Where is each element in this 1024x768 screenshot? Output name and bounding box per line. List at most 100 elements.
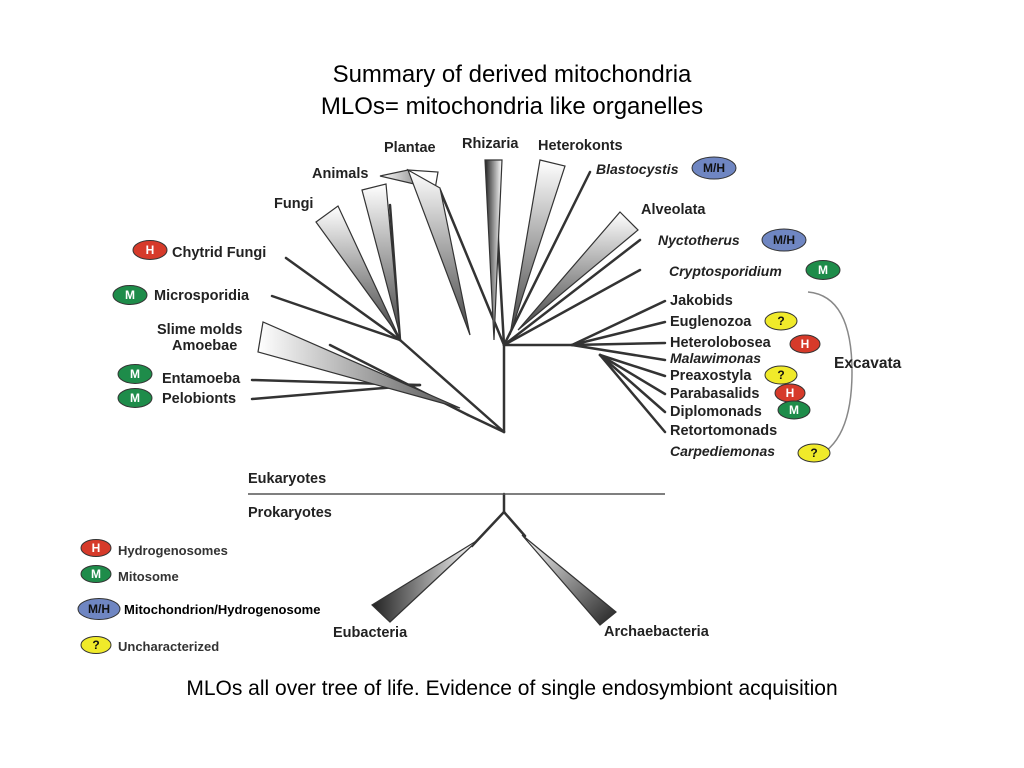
title-line-2: MLOs= mitochondria like organelles bbox=[320, 93, 704, 120]
label-carpediemonas: Carpediemonas bbox=[670, 443, 775, 459]
label-preaxostyla: Preaxostyla bbox=[670, 368, 752, 384]
label-heterolobosea: Heterolobosea bbox=[670, 335, 772, 351]
archaebacteria-wedge bbox=[521, 534, 617, 626]
badge-pelobionts-text: M bbox=[130, 391, 140, 405]
label-cryptosporidium: Cryptosporidium bbox=[669, 263, 782, 279]
legend-q-badge-text: ? bbox=[92, 638, 99, 652]
badge-carpediemonas: ? bbox=[797, 443, 831, 463]
label-parabasalids: Parabasalids bbox=[670, 386, 759, 402]
heterokonts-wedge bbox=[509, 159, 566, 336]
badge-heterolobosea-text: H bbox=[801, 337, 810, 351]
legend-h-badge-text: H bbox=[92, 541, 101, 555]
badge-heterolobosea: H bbox=[789, 334, 821, 354]
badge-cryptosporidium: M bbox=[805, 260, 841, 280]
badge-entamoeba: M bbox=[117, 364, 153, 384]
badge-microsporidia-text: M bbox=[125, 288, 135, 302]
taxon-labels: Plantae Rhizaria Heterokonts Blastocysti… bbox=[154, 136, 902, 641]
badge-nyctotherus-text: M/H bbox=[773, 233, 795, 247]
label-fungi: Fungi bbox=[274, 196, 313, 212]
rhizaria-wedge bbox=[484, 159, 503, 341]
label-slime-molds: Slime molds bbox=[157, 322, 242, 338]
animals-wedge bbox=[361, 183, 401, 336]
legend-uncharacterized-label: Uncharacterized bbox=[118, 639, 219, 654]
label-chytrid-fungi: Chytrid Fungi bbox=[172, 245, 266, 261]
label-amoebae: Amoebae bbox=[172, 338, 237, 354]
badge-chytrid: H bbox=[132, 240, 168, 260]
badge-chytrid-text: H bbox=[146, 243, 155, 257]
label-microsporidia: Microsporidia bbox=[154, 288, 250, 304]
retortomonads-edge bbox=[598, 353, 667, 434]
cryptosporidium-edge bbox=[502, 268, 642, 347]
label-prokaryotes: Prokaryotes bbox=[248, 505, 332, 521]
jakobids-edge bbox=[570, 299, 667, 347]
badge-diplomonads: M bbox=[777, 400, 811, 420]
legend-m-badge-text: M bbox=[91, 567, 101, 581]
amoebozoa-stem-edge bbox=[466, 413, 506, 434]
badge-cryptosporidium-text: M bbox=[818, 263, 828, 277]
excavata-bracket bbox=[807, 291, 853, 461]
malawimonas-edge bbox=[570, 343, 667, 362]
badge-pelobionts: M bbox=[117, 388, 153, 408]
badge-parabasalids: H bbox=[774, 383, 806, 403]
label-alveolata: Alveolata bbox=[641, 202, 706, 218]
label-jakobids: Jakobids bbox=[670, 293, 733, 309]
label-rhizaria: Rhizaria bbox=[462, 136, 519, 152]
preaxostyla-edge bbox=[598, 353, 667, 378]
badge-entamoeba-text: M bbox=[130, 367, 140, 381]
legend-hydrogenosomes-label: Hydrogenosomes bbox=[118, 543, 228, 558]
label-animals: Animals bbox=[312, 166, 368, 182]
slime-molds-wedge bbox=[257, 321, 461, 409]
badge-carpediemonas-text: ? bbox=[810, 446, 817, 460]
legend-mitosome: M Mitosome bbox=[80, 565, 179, 584]
label-plantae: Plantae bbox=[384, 140, 436, 156]
nyctotherus-edge bbox=[502, 238, 642, 347]
fungi-wedge bbox=[315, 205, 399, 336]
plantae-main-wedge bbox=[406, 168, 471, 336]
legend-mito-hydro: M/H Mitochondrion/Hydrogenosome bbox=[77, 598, 320, 620]
eubacteria-wedge bbox=[371, 539, 479, 623]
badge-euglenozoa: ? bbox=[764, 311, 798, 331]
opisthokont-stem-edge bbox=[398, 338, 506, 434]
badge-euglenozoa-text: ? bbox=[777, 314, 784, 328]
badge-blastocystis: M/H bbox=[691, 156, 737, 180]
label-eukaryotes: Eukaryotes bbox=[248, 471, 326, 487]
clade-wedges bbox=[257, 159, 639, 626]
parabasalids-edge bbox=[598, 353, 667, 396]
legend: H Hydrogenosomes M Mitosome M/H Mitochon… bbox=[77, 539, 320, 654]
heterolobosea-edge bbox=[570, 341, 667, 347]
title-line-1: Summary of derived mitochondria bbox=[332, 61, 692, 88]
label-nyctotherus: Nyctotherus bbox=[658, 232, 740, 248]
chytrid-edge bbox=[284, 256, 402, 342]
legend-uncharacterized: ? Uncharacterized bbox=[80, 636, 219, 654]
label-malawimonas: Malawimonas bbox=[670, 350, 761, 366]
badge-preaxostyla: ? bbox=[764, 365, 798, 385]
legend-hydrogenosomes: H Hydrogenosomes bbox=[80, 539, 228, 558]
label-retortomonads: Retortomonads bbox=[670, 423, 777, 439]
badge-diplomonads-text: M bbox=[789, 403, 799, 417]
badge-preaxostyla-text: ? bbox=[777, 368, 784, 382]
legend-mitosome-label: Mitosome bbox=[118, 569, 179, 584]
caption: MLOs all over tree of life. Evidence of … bbox=[186, 677, 838, 700]
blastocystis-edge bbox=[502, 170, 592, 347]
label-diplomonads: Diplomonads bbox=[670, 404, 762, 420]
legend-mh-badge-text: M/H bbox=[88, 602, 110, 616]
label-blastocystis: Blastocystis bbox=[596, 161, 679, 177]
badge-microsporidia: M bbox=[112, 285, 148, 305]
label-pelobionts: Pelobionts bbox=[162, 391, 236, 407]
label-euglenozoa: Euglenozoa bbox=[670, 314, 752, 330]
label-eubacteria: Eubacteria bbox=[333, 625, 408, 641]
label-entamoeba: Entamoeba bbox=[162, 371, 241, 387]
legend-mito-hydro-label: Mitochondrion/Hydrogenosome bbox=[124, 602, 320, 617]
badge-blastocystis-text: M/H bbox=[703, 161, 725, 175]
archaebacteria-stem-edge bbox=[502, 510, 527, 538]
label-excavata: Excavata bbox=[834, 355, 902, 372]
label-archaebacteria: Archaebacteria bbox=[604, 624, 710, 640]
label-heterokonts: Heterokonts bbox=[538, 138, 623, 154]
badge-parabasalids-text: H bbox=[786, 386, 795, 400]
badge-nyctotherus: M/H bbox=[761, 228, 807, 252]
alveolata-wedge bbox=[517, 211, 639, 331]
diplomonads-edge bbox=[598, 353, 667, 414]
euglenozoa-edge bbox=[570, 320, 667, 347]
organelle-badges: M/H M/H M H M M M ? bbox=[112, 156, 841, 463]
